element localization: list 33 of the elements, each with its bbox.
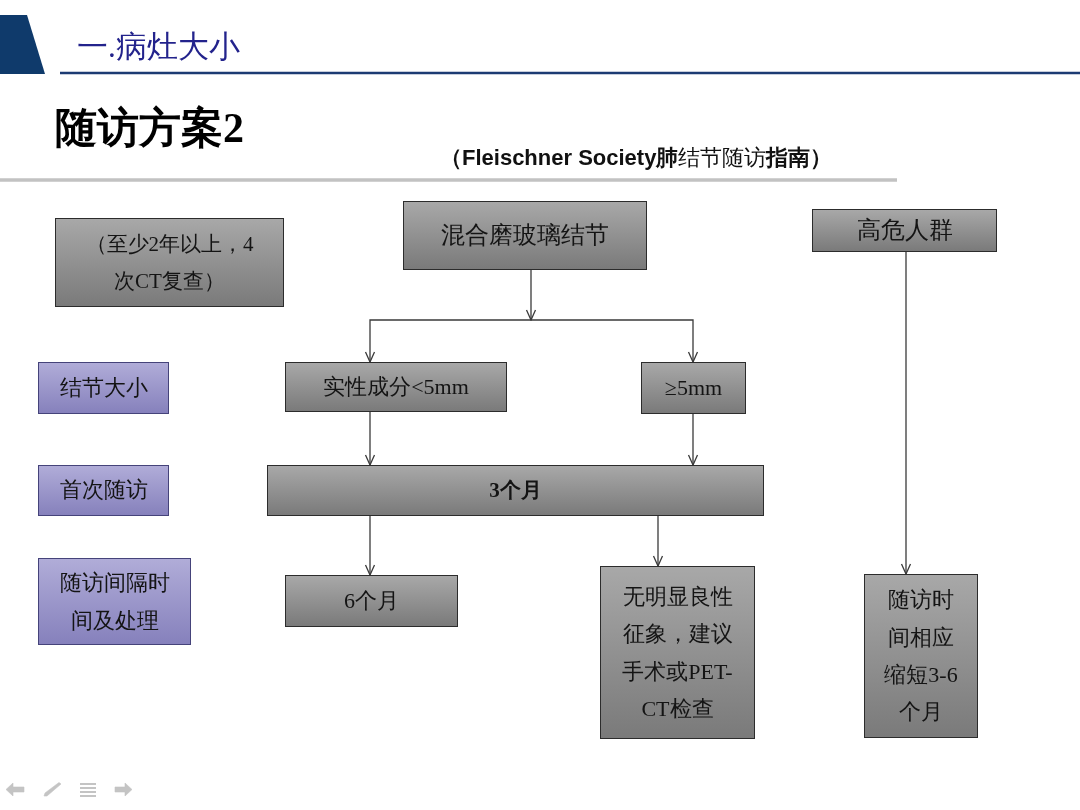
row-header-box bbox=[38, 558, 191, 645]
row-heading: 首次随访 bbox=[59, 476, 148, 505]
step-text: ≥5mm bbox=[664, 373, 723, 402]
arrow bbox=[900, 251, 912, 575]
process-box bbox=[285, 362, 507, 412]
row-heading: 结节大小 bbox=[59, 373, 148, 402]
row-heading: 随访间隔时间及处理 bbox=[58, 569, 171, 635]
arrow bbox=[652, 515, 664, 567]
step-text: （至少2年以上，4次CT复查） bbox=[84, 230, 255, 295]
step-text: 实性成分<5mm bbox=[323, 372, 469, 401]
step-text: 高危人群 bbox=[856, 215, 953, 245]
subtitle: （Fleischner Society肺结节随访指南） bbox=[440, 144, 833, 172]
process-box bbox=[641, 362, 746, 414]
process-box bbox=[403, 201, 647, 270]
page-title: 随访方案2 bbox=[55, 104, 244, 153]
step-text: 随访时间相应缩短3-6个月 bbox=[883, 586, 959, 727]
row-header-box bbox=[38, 465, 169, 516]
section-heading: 一.病灶大小 bbox=[77, 28, 240, 66]
process-box bbox=[812, 209, 997, 252]
row-header-box bbox=[38, 362, 169, 414]
process-box bbox=[600, 566, 755, 739]
arrow bbox=[364, 319, 532, 363]
step-text: 无明显良性征象，建议手术或PET-CT检查 bbox=[621, 582, 734, 723]
process-box bbox=[285, 575, 458, 627]
step-text: 3个月 bbox=[489, 476, 542, 504]
step-text: 6个月 bbox=[344, 586, 399, 615]
arrow bbox=[364, 515, 376, 576]
process-box bbox=[267, 465, 764, 516]
process-box bbox=[864, 574, 978, 738]
process-box bbox=[55, 218, 284, 307]
arrow bbox=[687, 413, 699, 466]
step-text: 混合磨玻璃结节 bbox=[441, 220, 609, 250]
arrow bbox=[364, 411, 376, 466]
